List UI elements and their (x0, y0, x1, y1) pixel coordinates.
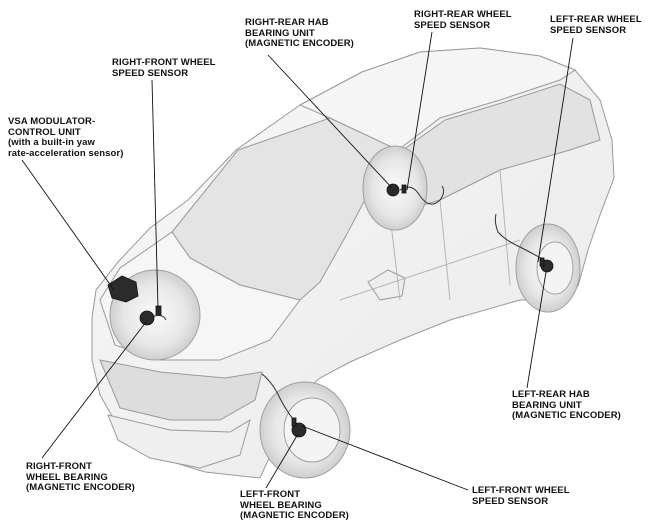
car-body (91, 47, 615, 479)
label-line: WHEEL BEARING (240, 499, 322, 511)
label-line: (MAGNETIC ENCODER) (26, 482, 135, 493)
leader-vsa (21, 159, 115, 291)
label-line: SPEED SENSOR (414, 19, 491, 31)
label-left-front-sensor: LEFT-FRONT WHEEL SPEED SENSOR (472, 485, 570, 507)
label-line: (MAGNETIC ENCODER) (245, 38, 354, 49)
leader-lines (21, 31, 574, 491)
grille (99, 359, 263, 421)
label-left-rear-sensor: LEFT-REAR WHEEL SPEED SENSOR (550, 14, 642, 36)
label-line: BEARING UNIT (512, 399, 582, 411)
leader-right-front-bearing (41, 321, 147, 459)
label-left-front-bearing: LEFT-FRONT WHEEL BEARING (MAGNETIC ENCOD… (240, 489, 349, 522)
label-line: LEFT-FRONT WHEEL (472, 485, 570, 496)
label-line: RIGHT-REAR HAB (245, 17, 329, 28)
wheels (109, 145, 581, 479)
label-line: LEFT-REAR WHEEL (550, 14, 642, 25)
door-lines (339, 169, 521, 301)
leader-left-rear-sensor (537, 37, 574, 263)
label-line: RIGHT-REAR WHEEL (414, 9, 512, 20)
label-left-rear-hab: LEFT-REAR HAB BEARING UNIT (MAGNETIC ENC… (512, 389, 621, 422)
leader-right-front-sensor (151, 79, 159, 309)
rr-wire (399, 185, 445, 205)
label-line: RIGHT-FRONT WHEEL (112, 57, 216, 68)
lf-sensor (291, 417, 297, 427)
rr-hab (386, 183, 400, 197)
leader-left-front-bearing (265, 433, 299, 489)
lr-sensor (539, 257, 545, 267)
label-line: BEARING UNIT (245, 27, 315, 39)
leader-left-rear-hab (526, 271, 547, 389)
label-right-rear-hab: RIGHT-REAR HAB BEARING UNIT (MAGNETIC EN… (245, 17, 354, 50)
bumper-lower (107, 414, 251, 469)
label-line: SPEED SENSOR (550, 24, 627, 36)
label-right-front-sensor: RIGHT-FRONT WHEEL SPEED SENSOR (112, 57, 216, 79)
leader-left-front-sensor (301, 425, 469, 491)
label-line: rate-acceleration sensor) (8, 147, 124, 159)
label-line: VSA MODULATOR- (8, 116, 96, 127)
label-line: (with a built-in yaw (8, 137, 95, 148)
label-line: LEFT-REAR HAB (512, 389, 590, 400)
rr-sensor (401, 184, 407, 194)
components (107, 183, 554, 438)
label-right-front-bearing: RIGHT-FRONT WHEEL BEARING (MAGNETIC ENCO… (26, 461, 135, 494)
label-line: (MAGNETIC ENCODER) (240, 510, 349, 521)
rear-left-wheel-hub (536, 241, 574, 295)
lr-wire (494, 213, 549, 263)
label-line: SPEED SENSOR (472, 495, 549, 507)
leader-right-rear-sensor (406, 31, 433, 191)
label-line: SPEED SENSOR (112, 67, 189, 79)
rf-bearing (139, 310, 155, 326)
label-line: RIGHT-FRONT (26, 461, 93, 472)
label-line: CONTROL UNIT (8, 126, 81, 138)
label-line: (MAGNETIC ENCODER) (512, 410, 621, 421)
leader-right-rear-hab (267, 54, 393, 189)
label-line: WHEEL BEARING (26, 471, 108, 483)
rf-sensor (155, 305, 162, 316)
label-line: LEFT-FRONT (240, 489, 301, 500)
label-right-rear-sensor: RIGHT-REAR WHEEL SPEED SENSOR (414, 9, 512, 31)
label-vsa-unit: VSA MODULATOR- CONTROL UNIT (with a buil… (8, 116, 124, 159)
vsa-modulator-unit (107, 275, 139, 303)
